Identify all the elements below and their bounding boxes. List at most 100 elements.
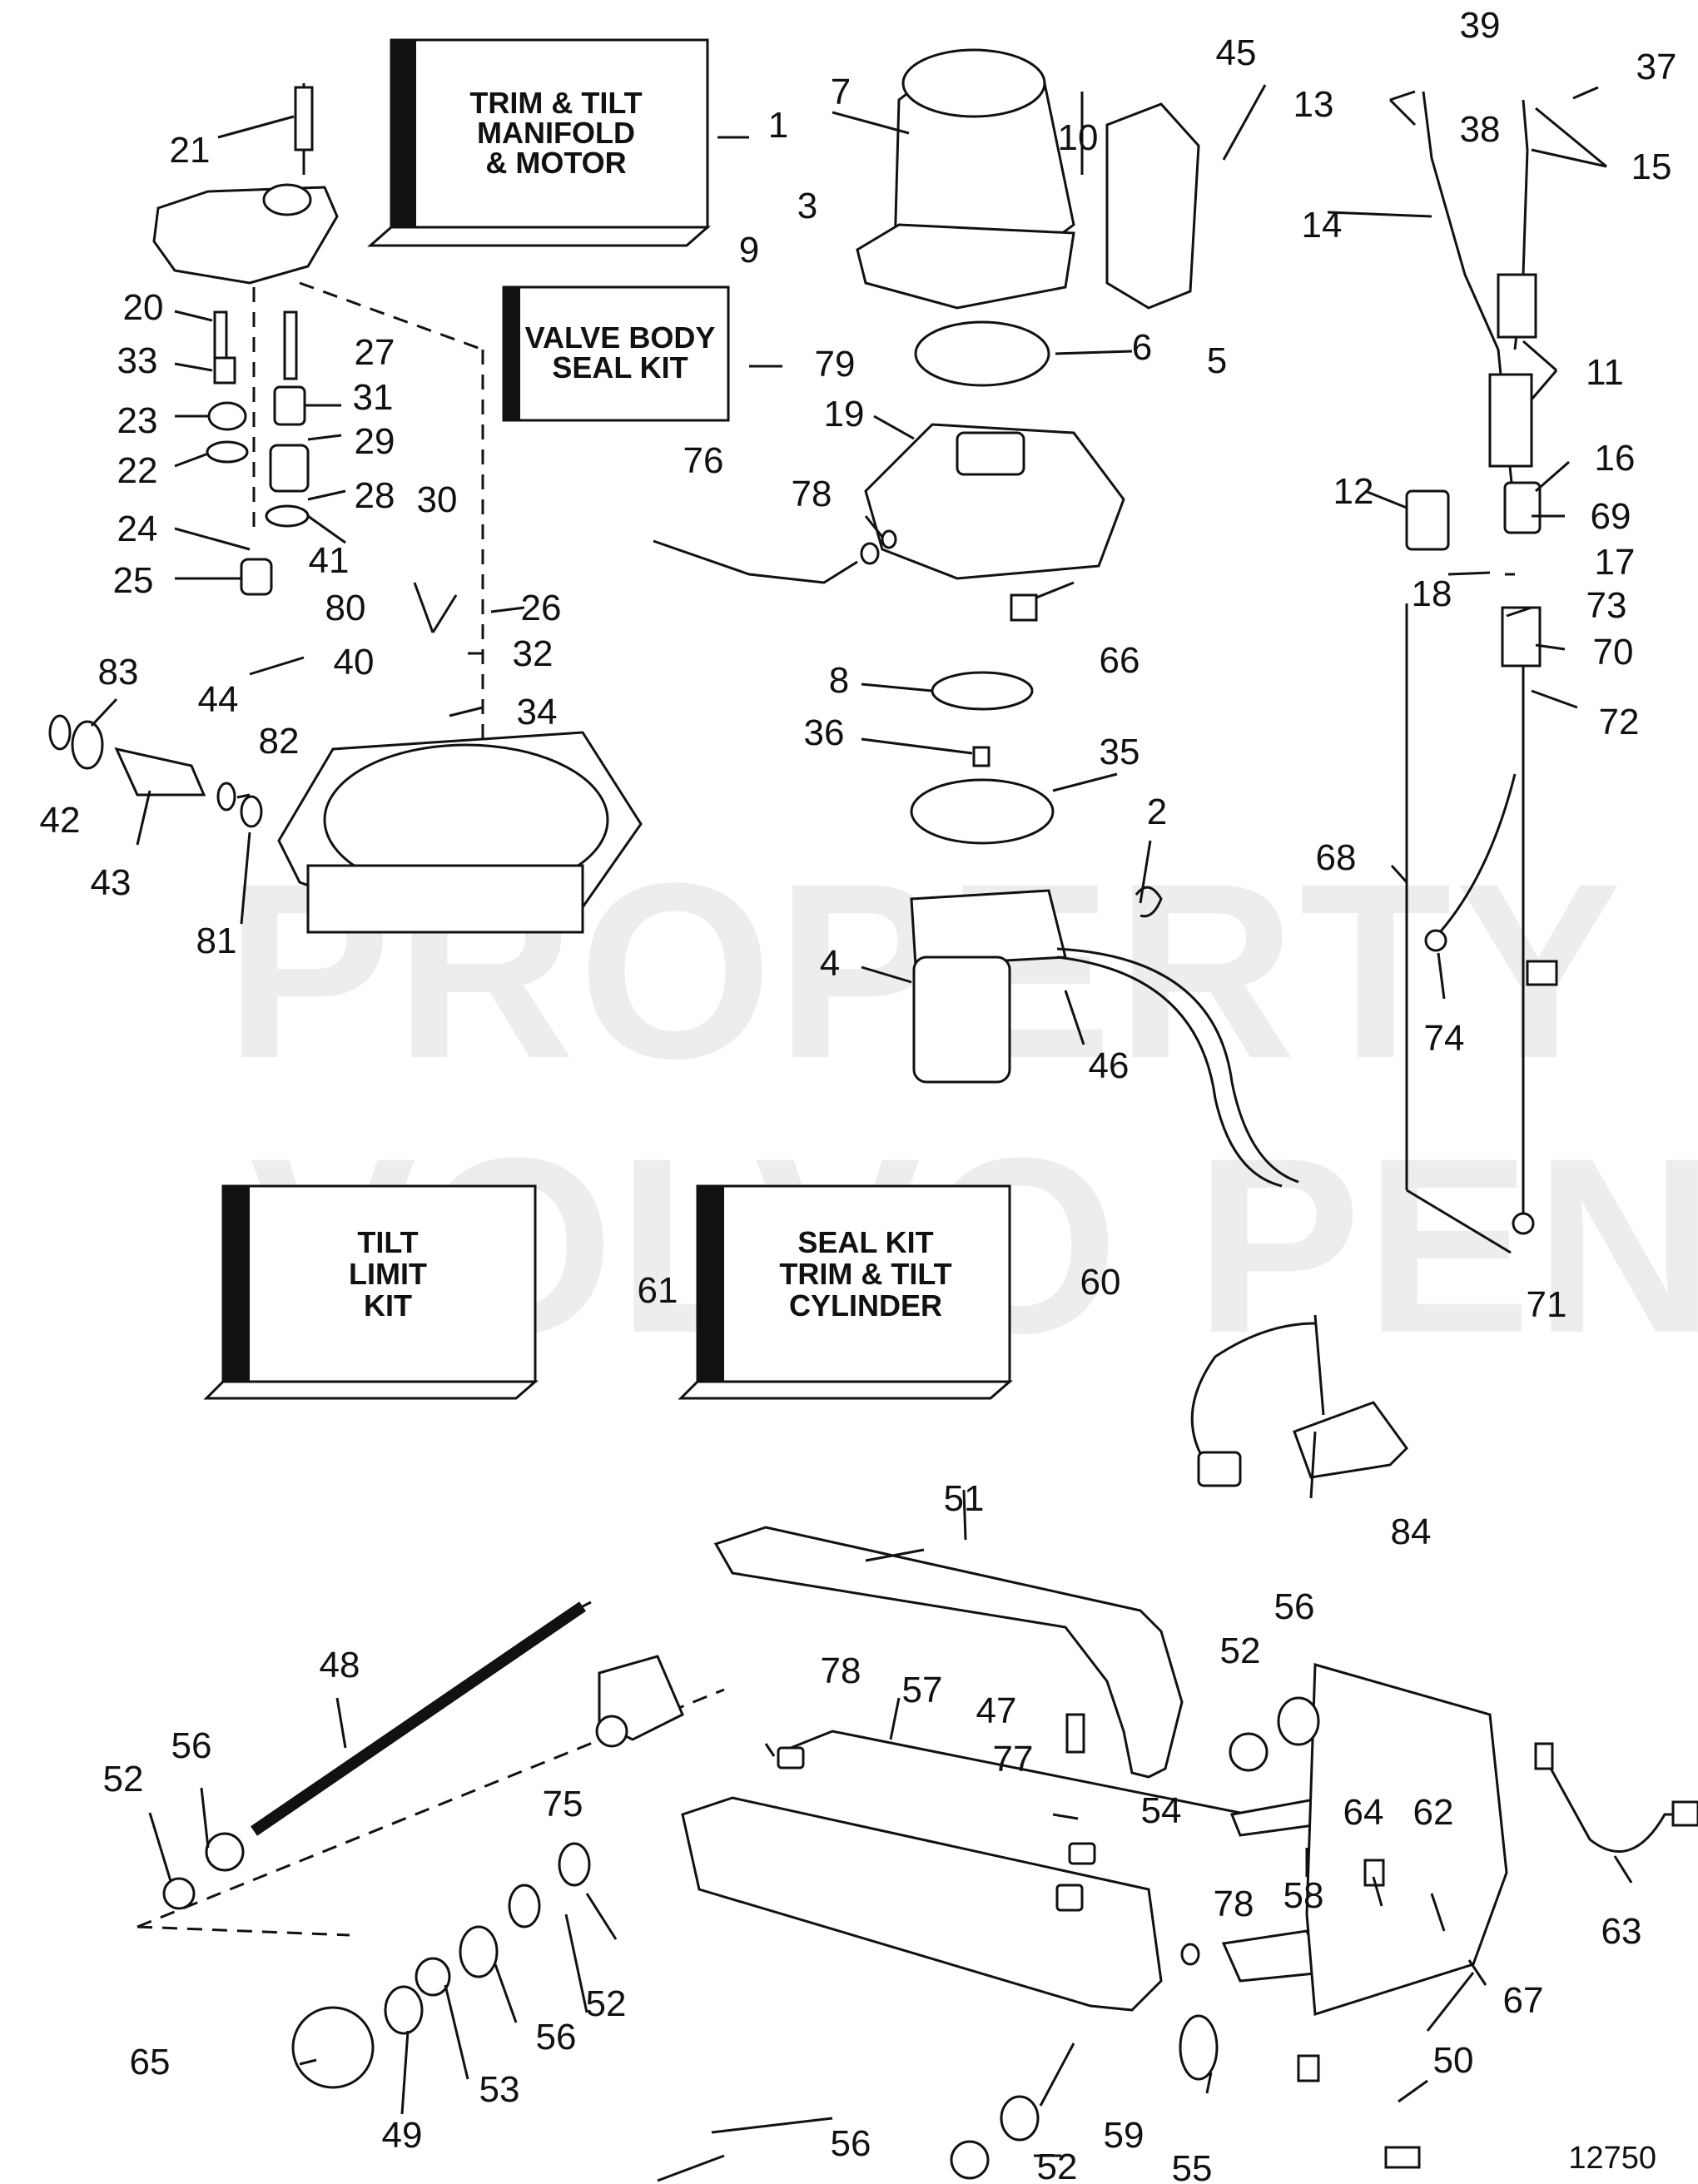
- callout-44: 44: [198, 679, 239, 720]
- callout-39: 39: [1460, 5, 1501, 46]
- callout-14: 14: [1302, 205, 1343, 246]
- box-seal-kit-line-3: CYLINDER: [789, 1288, 942, 1323]
- box-trim-tilt-line-2: MANIFOLD: [477, 116, 635, 150]
- callout-40: 40: [334, 642, 375, 682]
- callout-56: 56: [1274, 1586, 1315, 1627]
- callout-63: 63: [1601, 1911, 1642, 1952]
- callout-15: 15: [1631, 146, 1672, 187]
- callout-81: 81: [196, 921, 237, 961]
- callout-27: 27: [355, 332, 395, 373]
- box-tilt-limit-line-2: LIMIT: [349, 1257, 427, 1291]
- callout-34: 34: [517, 692, 558, 732]
- callout-57: 57: [902, 1670, 943, 1710]
- callout-31: 31: [353, 377, 394, 418]
- callout-70: 70: [1593, 632, 1634, 673]
- box-tilt-limit-kit: TILT LIMIT KIT: [203, 1184, 539, 1400]
- callout-53: 53: [479, 2069, 520, 2110]
- callout-30: 30: [417, 479, 458, 520]
- box-valve-body-line-1: VALVE BODY: [525, 320, 716, 355]
- callout-38: 38: [1460, 109, 1501, 150]
- callout-51: 51: [944, 1478, 985, 1519]
- box-seal-kit-line-1: SEAL KIT: [797, 1225, 933, 1259]
- callout-26: 26: [521, 588, 562, 628]
- callout-83: 83: [98, 652, 139, 692]
- callout-17: 17: [1595, 542, 1636, 583]
- callout-49: 49: [382, 2115, 423, 2156]
- box-tilt-limit-line-1: TILT: [357, 1225, 418, 1259]
- box-seal-kit-line-2: TRIM & TILT: [779, 1257, 951, 1291]
- callout-55: 55: [1172, 2148, 1213, 2184]
- callout-47: 47: [976, 1690, 1017, 1731]
- box-valve-body-seal-kit: VALVE BODY SEAL KIT: [502, 285, 730, 422]
- callout-45: 45: [1216, 32, 1257, 73]
- callout-19: 19: [824, 394, 865, 434]
- callout-61: 61: [638, 1270, 678, 1311]
- callout-56: 56: [171, 1725, 212, 1766]
- callout-12: 12: [1333, 471, 1374, 512]
- callout-74: 74: [1424, 1018, 1465, 1059]
- callout-13: 13: [1293, 84, 1334, 125]
- callout-32: 32: [513, 633, 554, 674]
- callout-35: 35: [1100, 732, 1140, 772]
- callout-71: 71: [1527, 1284, 1567, 1325]
- callout-25: 25: [113, 560, 154, 601]
- callout-20: 20: [123, 287, 164, 328]
- callout-84: 84: [1391, 1511, 1432, 1552]
- callout-75: 75: [543, 1784, 583, 1824]
- callout-54: 54: [1141, 1790, 1182, 1831]
- callout-numbers: 1 2 3 4 5 6 7 8 9 10 11 12 13 14 15 16 1…: [40, 5, 1677, 2184]
- callout-24: 24: [117, 509, 158, 549]
- callout-37: 37: [1636, 47, 1677, 87]
- callout-52: 52: [1037, 2147, 1078, 2184]
- callout-33: 33: [117, 340, 158, 381]
- box-seal-kit-cylinder: SEAL KIT TRIM & TILT CYLINDER: [678, 1184, 1014, 1400]
- callout-79: 79: [815, 344, 856, 385]
- callout-52: 52: [1220, 1631, 1261, 1671]
- callout-78: 78: [821, 1650, 861, 1691]
- callout-41: 41: [309, 540, 350, 581]
- box-trim-tilt-manifold-motor: TRIM & TILT MANIFOLD & MOTOR: [367, 38, 711, 247]
- part-drawings: [48, 48, 1698, 2180]
- callout-23: 23: [117, 400, 158, 441]
- callout-56: 56: [831, 2123, 871, 2164]
- callout-18: 18: [1412, 573, 1452, 614]
- callout-10: 10: [1058, 117, 1099, 158]
- callout-80: 80: [325, 588, 366, 628]
- callout-29: 29: [355, 421, 395, 462]
- callout-69: 69: [1591, 496, 1631, 537]
- callout-28: 28: [355, 475, 395, 516]
- box-trim-tilt-line-3: & MOTOR: [485, 146, 626, 180]
- figure-number: 12750: [1568, 2141, 1656, 2176]
- callout-46: 46: [1089, 1045, 1130, 1086]
- callout-9: 9: [739, 230, 759, 271]
- leader-lines: [90, 84, 1633, 2182]
- callout-11: 11: [1586, 352, 1624, 393]
- callout-36: 36: [804, 712, 845, 753]
- callout-60: 60: [1080, 1262, 1121, 1303]
- callout-48: 48: [320, 1645, 360, 1685]
- callout-67: 67: [1503, 1980, 1544, 2021]
- callout-77: 77: [993, 1739, 1034, 1779]
- callout-52: 52: [586, 1983, 627, 2024]
- callout-72: 72: [1599, 702, 1640, 742]
- callout-59: 59: [1104, 2115, 1144, 2156]
- callout-68: 68: [1316, 837, 1357, 878]
- callout-73: 73: [1586, 585, 1627, 626]
- callout-78: 78: [1214, 1884, 1254, 1924]
- callout-16: 16: [1595, 438, 1636, 479]
- callout-8: 8: [829, 660, 849, 701]
- callout-52: 52: [103, 1759, 144, 1799]
- callout-65: 65: [130, 2042, 171, 2082]
- callout-43: 43: [91, 862, 132, 903]
- callout-21: 21: [170, 130, 211, 171]
- callout-56: 56: [536, 2017, 577, 2057]
- callout-78: 78: [792, 474, 832, 514]
- callout-76: 76: [683, 440, 724, 481]
- callout-6: 6: [1132, 327, 1152, 368]
- callout-50: 50: [1433, 2040, 1474, 2081]
- callout-4: 4: [820, 943, 840, 984]
- callout-2: 2: [1147, 792, 1167, 832]
- callout-22: 22: [117, 450, 158, 491]
- callout-42: 42: [40, 800, 81, 841]
